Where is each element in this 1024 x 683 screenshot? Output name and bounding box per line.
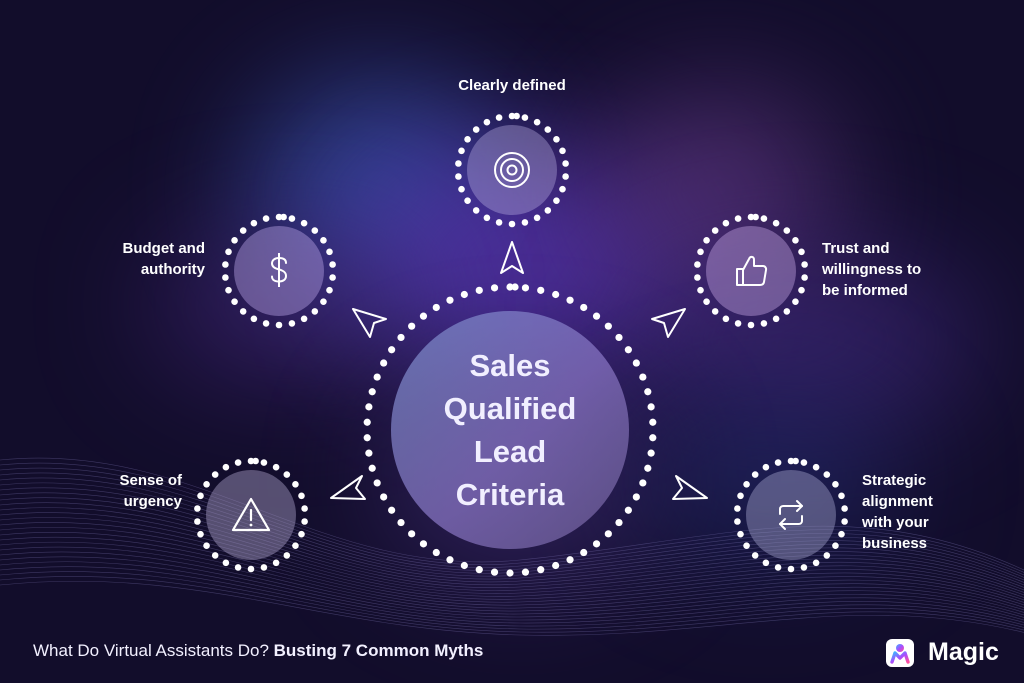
pointer-arrow-up-left bbox=[352, 308, 387, 338]
center-title-line: Lead bbox=[473, 434, 547, 469]
wave-lines-decoration bbox=[0, 457, 1024, 636]
node-disc bbox=[706, 226, 796, 316]
pointer-arrow-up bbox=[500, 241, 524, 274]
brand-mark: Magic bbox=[886, 638, 999, 667]
label-line: with your bbox=[862, 514, 929, 531]
target-icon bbox=[494, 152, 530, 188]
center-hub: Sales Qualified Lead Criteria bbox=[362, 282, 658, 578]
dotted-ring bbox=[455, 112, 569, 228]
node-disc bbox=[234, 226, 324, 316]
node-trust-willingness bbox=[693, 213, 809, 329]
center-title-line: Qualified bbox=[443, 391, 577, 426]
node-label-trust-willingness: Trust and willingness to be informed bbox=[822, 238, 982, 301]
footer-emphasis: Busting 7 Common Myths bbox=[273, 641, 484, 660]
dotted-ring bbox=[194, 457, 308, 573]
node-clearly-defined bbox=[454, 112, 570, 228]
pointer-arrow-up-right bbox=[651, 308, 686, 338]
node-label-clearly-defined: Clearly defined bbox=[452, 75, 572, 96]
magic-logo-icon bbox=[886, 638, 914, 667]
label-line: alignment bbox=[862, 493, 933, 510]
label-line: business bbox=[862, 535, 928, 552]
label-line: Sense of bbox=[119, 472, 182, 489]
center-title: Sales Qualified Lead Criteria bbox=[400, 344, 620, 516]
node-sense-urgency bbox=[193, 457, 309, 573]
node-label-budget-authority: Budget and authority bbox=[90, 238, 206, 280]
node-disc bbox=[746, 470, 836, 560]
label-line: Strategic bbox=[862, 472, 927, 489]
dotted-ring bbox=[363, 283, 657, 577]
thumbs-up-icon bbox=[736, 255, 768, 286]
label-line: Budget and bbox=[122, 240, 206, 257]
node-label-sense-urgency: Sense of urgency bbox=[90, 470, 182, 512]
dotted-ring bbox=[734, 457, 848, 573]
label-line: authority bbox=[140, 261, 205, 278]
node-disc bbox=[206, 470, 296, 560]
footer-prefix: What Do Virtual Assistants Do? bbox=[33, 641, 269, 660]
label-line: urgency bbox=[123, 493, 182, 510]
label-line: Clearly defined bbox=[458, 77, 566, 94]
node-disc bbox=[467, 125, 557, 215]
pointer-arrow-down-left bbox=[330, 475, 366, 500]
label-line: Trust and bbox=[822, 240, 890, 257]
repeat-icon bbox=[779, 500, 803, 530]
center-title-line: Criteria bbox=[455, 477, 565, 512]
dotted-ring bbox=[222, 213, 336, 329]
pointer-arrow-down-right bbox=[672, 475, 708, 500]
node-budget-authority bbox=[221, 213, 337, 329]
dollar-icon bbox=[270, 253, 288, 287]
node-label-strategic-alignment: Strategic alignment with your business bbox=[862, 470, 982, 554]
center-title-line: Sales bbox=[469, 348, 551, 383]
center-disc: Sales Qualified Lead Criteria bbox=[391, 311, 629, 549]
dotted-ring bbox=[694, 213, 808, 329]
warning-icon bbox=[231, 497, 271, 532]
node-strategic-alignment bbox=[733, 457, 849, 573]
footer-caption: What Do Virtual Assistants Do? Busting 7… bbox=[33, 641, 483, 661]
label-line: willingness to bbox=[822, 261, 922, 278]
label-line: be informed bbox=[822, 282, 908, 299]
brand-name: Magic bbox=[928, 638, 999, 666]
